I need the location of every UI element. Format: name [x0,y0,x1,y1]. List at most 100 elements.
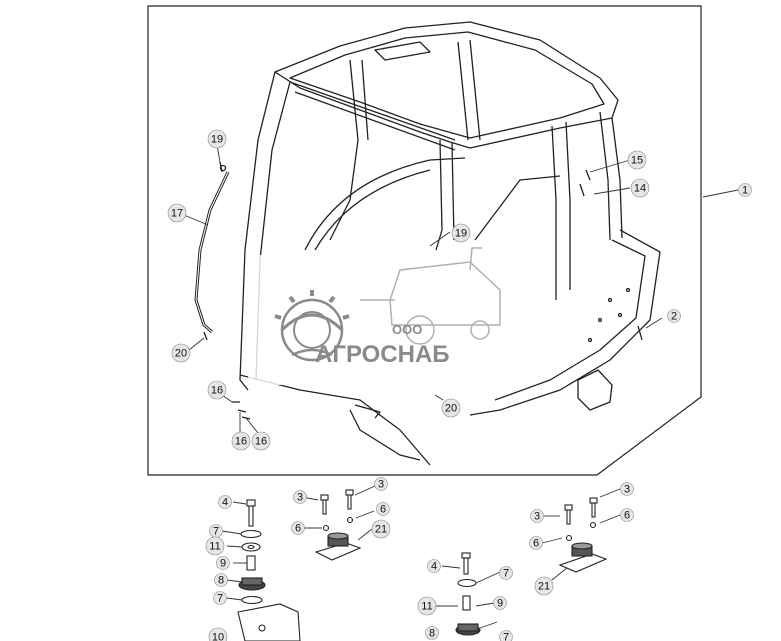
callout-label: 10 [212,632,224,641]
callout-label: 11 [209,541,220,553]
mount-assembly-left [237,499,301,641]
callout-16: 16 [231,431,251,451]
callout-label: 6 [533,538,539,550]
callout-6: 6 [620,508,634,522]
callout-label: 9 [497,598,503,610]
callout-3: 3 [530,509,544,523]
callout-label: 16 [255,436,267,448]
callout-bubble [251,431,271,451]
callout-6: 6 [291,521,305,535]
callout-label: 2 [671,311,677,323]
callout-bubble [205,536,225,556]
callout-label: 3 [534,511,540,523]
callout-7: 7 [213,591,227,605]
callout-3: 3 [620,482,634,496]
mount-assembly-center-left [314,489,362,561]
callout-3: 3 [293,490,307,504]
callout-label: 3 [297,492,303,504]
callout-label: 7 [213,526,219,538]
callout-20: 20 [171,343,191,363]
callout-bubble [451,223,471,243]
callout-bubble [293,490,307,504]
callout-label: 15 [631,155,643,167]
callout-4: 4 [427,559,441,573]
callout-bubble [441,398,461,418]
mount-assembly-right [558,497,608,573]
callout-label: 16 [235,436,247,448]
watermark: ООО АГРОСНАБ [248,247,520,385]
callout-label: 20 [175,348,187,360]
callout-bubble [529,536,543,550]
callout-label: 4 [431,561,437,573]
callout-bubble [376,502,390,516]
callout-9: 9 [216,556,230,570]
callout-bubble [427,559,441,573]
callout-bubble [216,556,230,570]
callout-bubble [208,627,228,641]
callout-label: 20 [445,403,457,415]
callout-1: 1 [738,183,752,197]
callout-label: 16 [211,385,223,397]
callout-21: 21 [371,519,391,539]
callout-bubble [627,150,647,170]
callout-19: 19 [451,223,471,243]
callout-label: 3 [378,479,384,491]
mount-assembly-center [455,552,481,636]
callout-label: 21 [538,581,550,593]
callout-bubble [620,482,634,496]
callout-label: 14 [634,183,646,195]
callout-bubble [493,596,507,610]
callout-label: 6 [380,504,386,516]
callout-bubble [231,431,251,451]
callout-bubble [291,521,305,535]
callout-7: 7 [499,630,513,641]
callout-label: 19 [455,228,467,240]
callout-16: 16 [251,431,271,451]
callout-bubble [425,626,439,640]
callout-label: 11 [421,601,432,613]
callout-label: 7 [503,568,509,580]
leader-lines [183,144,739,629]
callout-9: 9 [493,596,507,610]
callout-bubble [374,477,388,491]
callout-bubble [167,203,187,223]
callout-8: 8 [214,573,228,587]
callout-15: 15 [627,150,647,170]
callout-bubble [534,576,554,596]
callout-bubble [207,129,227,149]
callout-label: 6 [295,523,301,535]
callout-bubble [171,343,191,363]
cab-frame-drawing [194,21,661,466]
callout-21: 21 [534,576,554,596]
callout-bubble [371,519,391,539]
callout-label: 8 [218,575,224,587]
callout-bubble [630,178,650,198]
callout-4: 4 [218,495,232,509]
assembly-frame [147,5,702,476]
callout-14: 14 [630,178,650,198]
callout-label: 4 [222,497,228,509]
callout-17: 17 [167,203,187,223]
callout-bubble [207,380,227,400]
callout-label: 7 [503,632,509,641]
callout-bubble [667,309,681,323]
callout-label: 6 [624,510,630,522]
callout-bubble [530,509,544,523]
callout-bubble [218,495,232,509]
callout-2: 2 [667,309,681,323]
callout-bubble [620,508,634,522]
callout-6: 6 [529,536,543,550]
callout-16: 16 [207,380,227,400]
callout-10: 10 [208,627,228,641]
callout-8: 8 [425,626,439,640]
callout-bubble [213,591,227,605]
watermark-brand-text: АГРОСНАБ [315,341,450,368]
callout-label: 1 [742,185,748,197]
callout-label: 3 [624,484,630,496]
callout-bubble [738,183,752,197]
callout-3: 3 [374,477,388,491]
callout-7: 7 [209,524,223,538]
callout-label: 8 [429,628,435,640]
callout-bubble [214,573,228,587]
